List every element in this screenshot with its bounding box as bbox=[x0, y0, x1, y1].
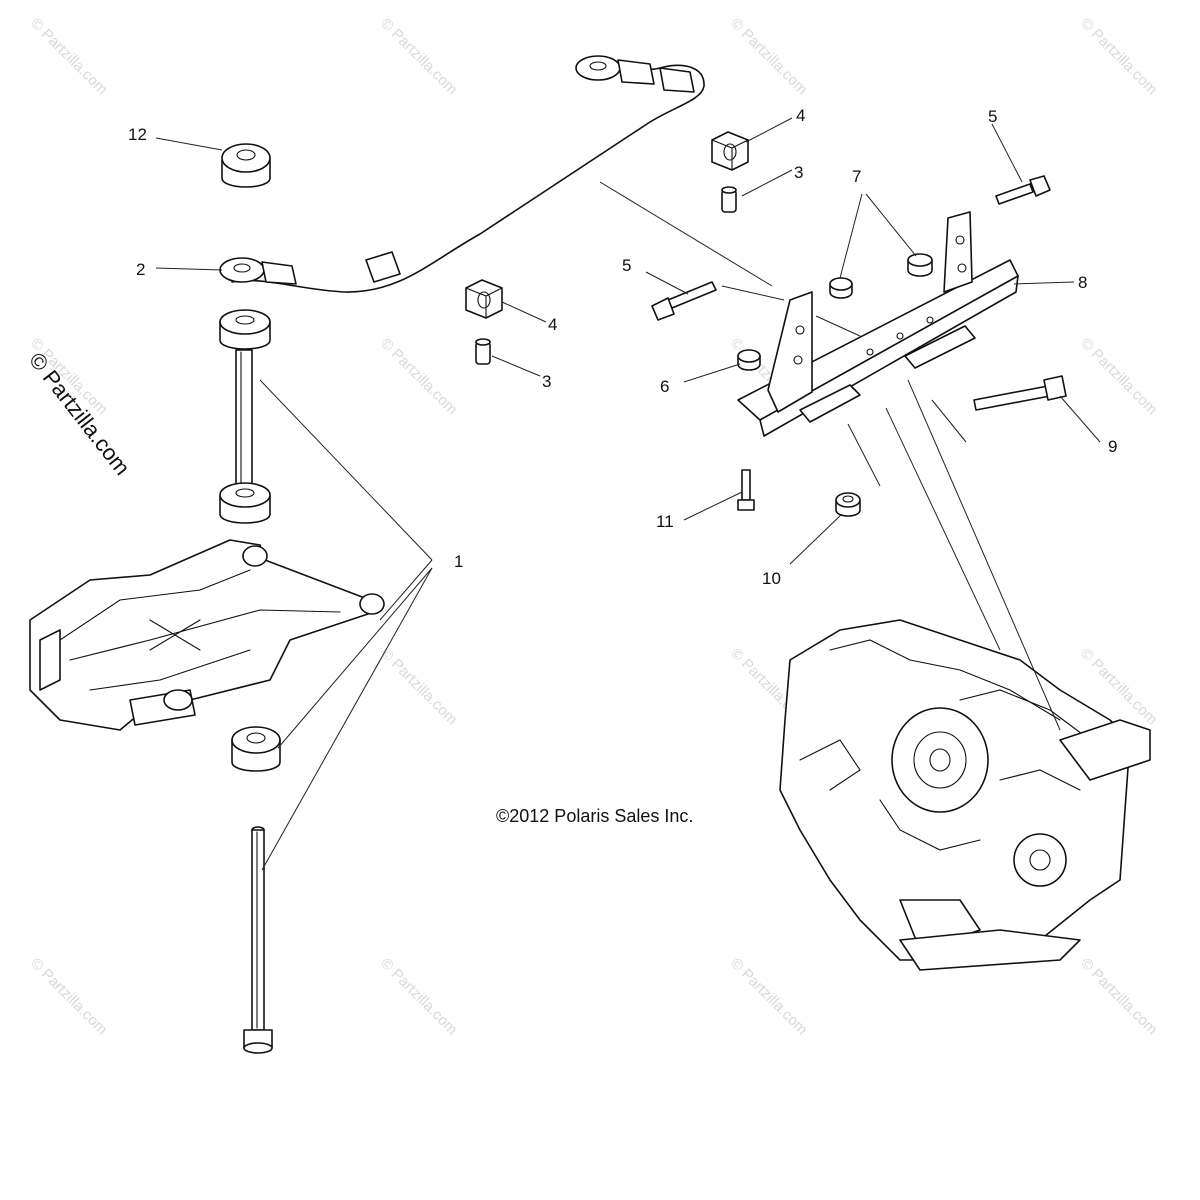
bushing-3-upper[interactable] bbox=[721, 186, 737, 213]
nut-12[interactable] bbox=[221, 143, 271, 188]
callout-4-lower[interactable]: 4 bbox=[548, 315, 557, 334]
nut-6[interactable] bbox=[737, 349, 761, 371]
callout-3-lower[interactable]: 3 bbox=[542, 372, 551, 391]
control-arm[interactable] bbox=[29, 539, 385, 731]
callout-6[interactable]: 6 bbox=[660, 377, 669, 396]
bushing-lower[interactable] bbox=[231, 726, 281, 772]
nut-10[interactable] bbox=[835, 492, 861, 517]
bolt-11[interactable] bbox=[737, 469, 755, 511]
copyright-notice: ©2012 Polaris Sales Inc. bbox=[496, 806, 693, 826]
bolt-9[interactable] bbox=[973, 375, 1067, 411]
stabilizer-bar[interactable] bbox=[219, 55, 705, 293]
callout-labels: 1 2 3 3 4 4 5 5 6 7 8 9 10 11 12 bbox=[128, 106, 1117, 588]
clamp-4-lower[interactable] bbox=[465, 279, 503, 319]
callout-3-upper[interactable]: 3 bbox=[794, 163, 803, 182]
watermark-text: © Partzilla.com bbox=[377, 15, 460, 98]
callout-4-upper[interactable]: 4 bbox=[796, 106, 805, 125]
bolt-5-left[interactable] bbox=[651, 281, 717, 321]
callout-11[interactable]: 11 bbox=[656, 512, 674, 531]
clamp-4-upper[interactable] bbox=[711, 131, 749, 171]
watermark-text: © Partzilla.com bbox=[1077, 955, 1160, 1038]
mount-bracket-8[interactable] bbox=[737, 211, 1019, 437]
bolt-5-right[interactable] bbox=[995, 175, 1051, 205]
callout-12[interactable]: 12 bbox=[128, 125, 147, 144]
watermark-text: © Partzilla.com bbox=[1077, 15, 1160, 98]
watermark-text: © Partzilla.com bbox=[377, 335, 460, 418]
callout-7[interactable]: 7 bbox=[852, 167, 861, 186]
leader-lines bbox=[155, 117, 1101, 871]
bushing-3-lower[interactable] bbox=[475, 338, 491, 365]
long-bolt[interactable] bbox=[243, 826, 273, 1054]
watermark-text: © Partzilla.com bbox=[377, 645, 460, 728]
nut-7-flange[interactable] bbox=[907, 253, 933, 277]
watermark-text: © Partzilla.com bbox=[27, 955, 110, 1038]
side-watermark: © Partzilla.com bbox=[24, 348, 135, 480]
nut-7-washer[interactable] bbox=[829, 277, 853, 299]
watermark-text: © Partzilla.com bbox=[377, 955, 460, 1038]
watermark-text: © Partzilla.com bbox=[27, 15, 110, 98]
drivetrain-assembly bbox=[779, 619, 1151, 971]
callout-2[interactable]: 2 bbox=[136, 260, 145, 279]
callout-5-right[interactable]: 5 bbox=[988, 107, 997, 126]
watermark-text: © Partzilla.com bbox=[727, 955, 810, 1038]
link-rod[interactable] bbox=[219, 309, 271, 524]
callout-5-left[interactable]: 5 bbox=[622, 256, 631, 275]
watermark-text: © Partzilla.com bbox=[1077, 335, 1160, 418]
callout-10[interactable]: 10 bbox=[762, 569, 781, 588]
watermark-text: © Partzilla.com bbox=[727, 15, 810, 98]
callout-1[interactable]: 1 bbox=[454, 552, 463, 571]
callout-9[interactable]: 9 bbox=[1108, 437, 1117, 456]
callout-8[interactable]: 8 bbox=[1078, 273, 1087, 292]
